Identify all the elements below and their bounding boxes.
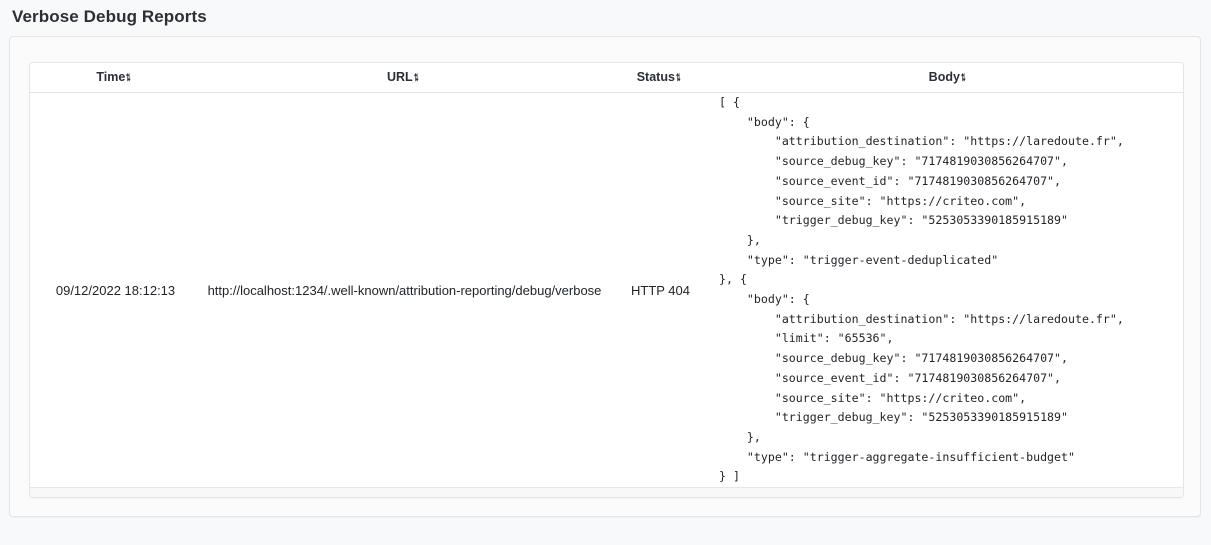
verbose-debug-reports-table: Time⇅ URL⇅ Status⇅ Body⇅ 09/12/2022 18:1…	[30, 63, 1183, 488]
table-body: 09/12/2022 18:12:13 http://localhost:123…	[30, 92, 1183, 488]
column-header-url-label: URL	[386, 70, 413, 84]
cell-time: 09/12/2022 18:12:13	[30, 92, 201, 488]
column-header-status[interactable]: Status⇅	[608, 63, 713, 93]
sort-icon[interactable]: ⇅	[960, 73, 966, 84]
body-json: [ { "body": { "attribution_destination":…	[719, 95, 1124, 484]
reports-table-container: Time⇅ URL⇅ Status⇅ Body⇅ 09/12/2022 18:1…	[29, 62, 1184, 498]
column-header-status-label: Status	[636, 70, 675, 84]
cell-body: [ { "body": { "attribution_destination":…	[713, 92, 1183, 488]
table-header-row: Time⇅ URL⇅ Status⇅ Body⇅	[30, 63, 1183, 93]
table-footer	[30, 487, 1183, 497]
column-header-url[interactable]: URL⇅	[201, 63, 608, 93]
column-header-body[interactable]: Body⇅	[713, 63, 1183, 93]
body-json-wrapper: [ { "body": { "attribution_destination":…	[713, 93, 1183, 487]
page-title: Verbose Debug Reports	[12, 7, 207, 26]
cell-url: http://localhost:1234/.well-known/attrib…	[201, 92, 608, 488]
cell-status: HTTP 404	[608, 92, 713, 488]
column-header-time-label: Time	[96, 70, 126, 84]
sort-icon[interactable]: ⇅	[413, 73, 419, 84]
reports-card: Time⇅ URL⇅ Status⇅ Body⇅ 09/12/2022 18:1…	[9, 36, 1201, 517]
sort-icon[interactable]: ⇅	[126, 73, 131, 84]
table-row: 09/12/2022 18:12:13 http://localhost:123…	[30, 92, 1183, 488]
column-header-body-label: Body	[928, 70, 960, 84]
table-header: Time⇅ URL⇅ Status⇅ Body⇅	[30, 63, 1183, 93]
sort-icon[interactable]: ⇅	[675, 73, 681, 84]
column-header-time[interactable]: Time⇅	[30, 63, 201, 93]
